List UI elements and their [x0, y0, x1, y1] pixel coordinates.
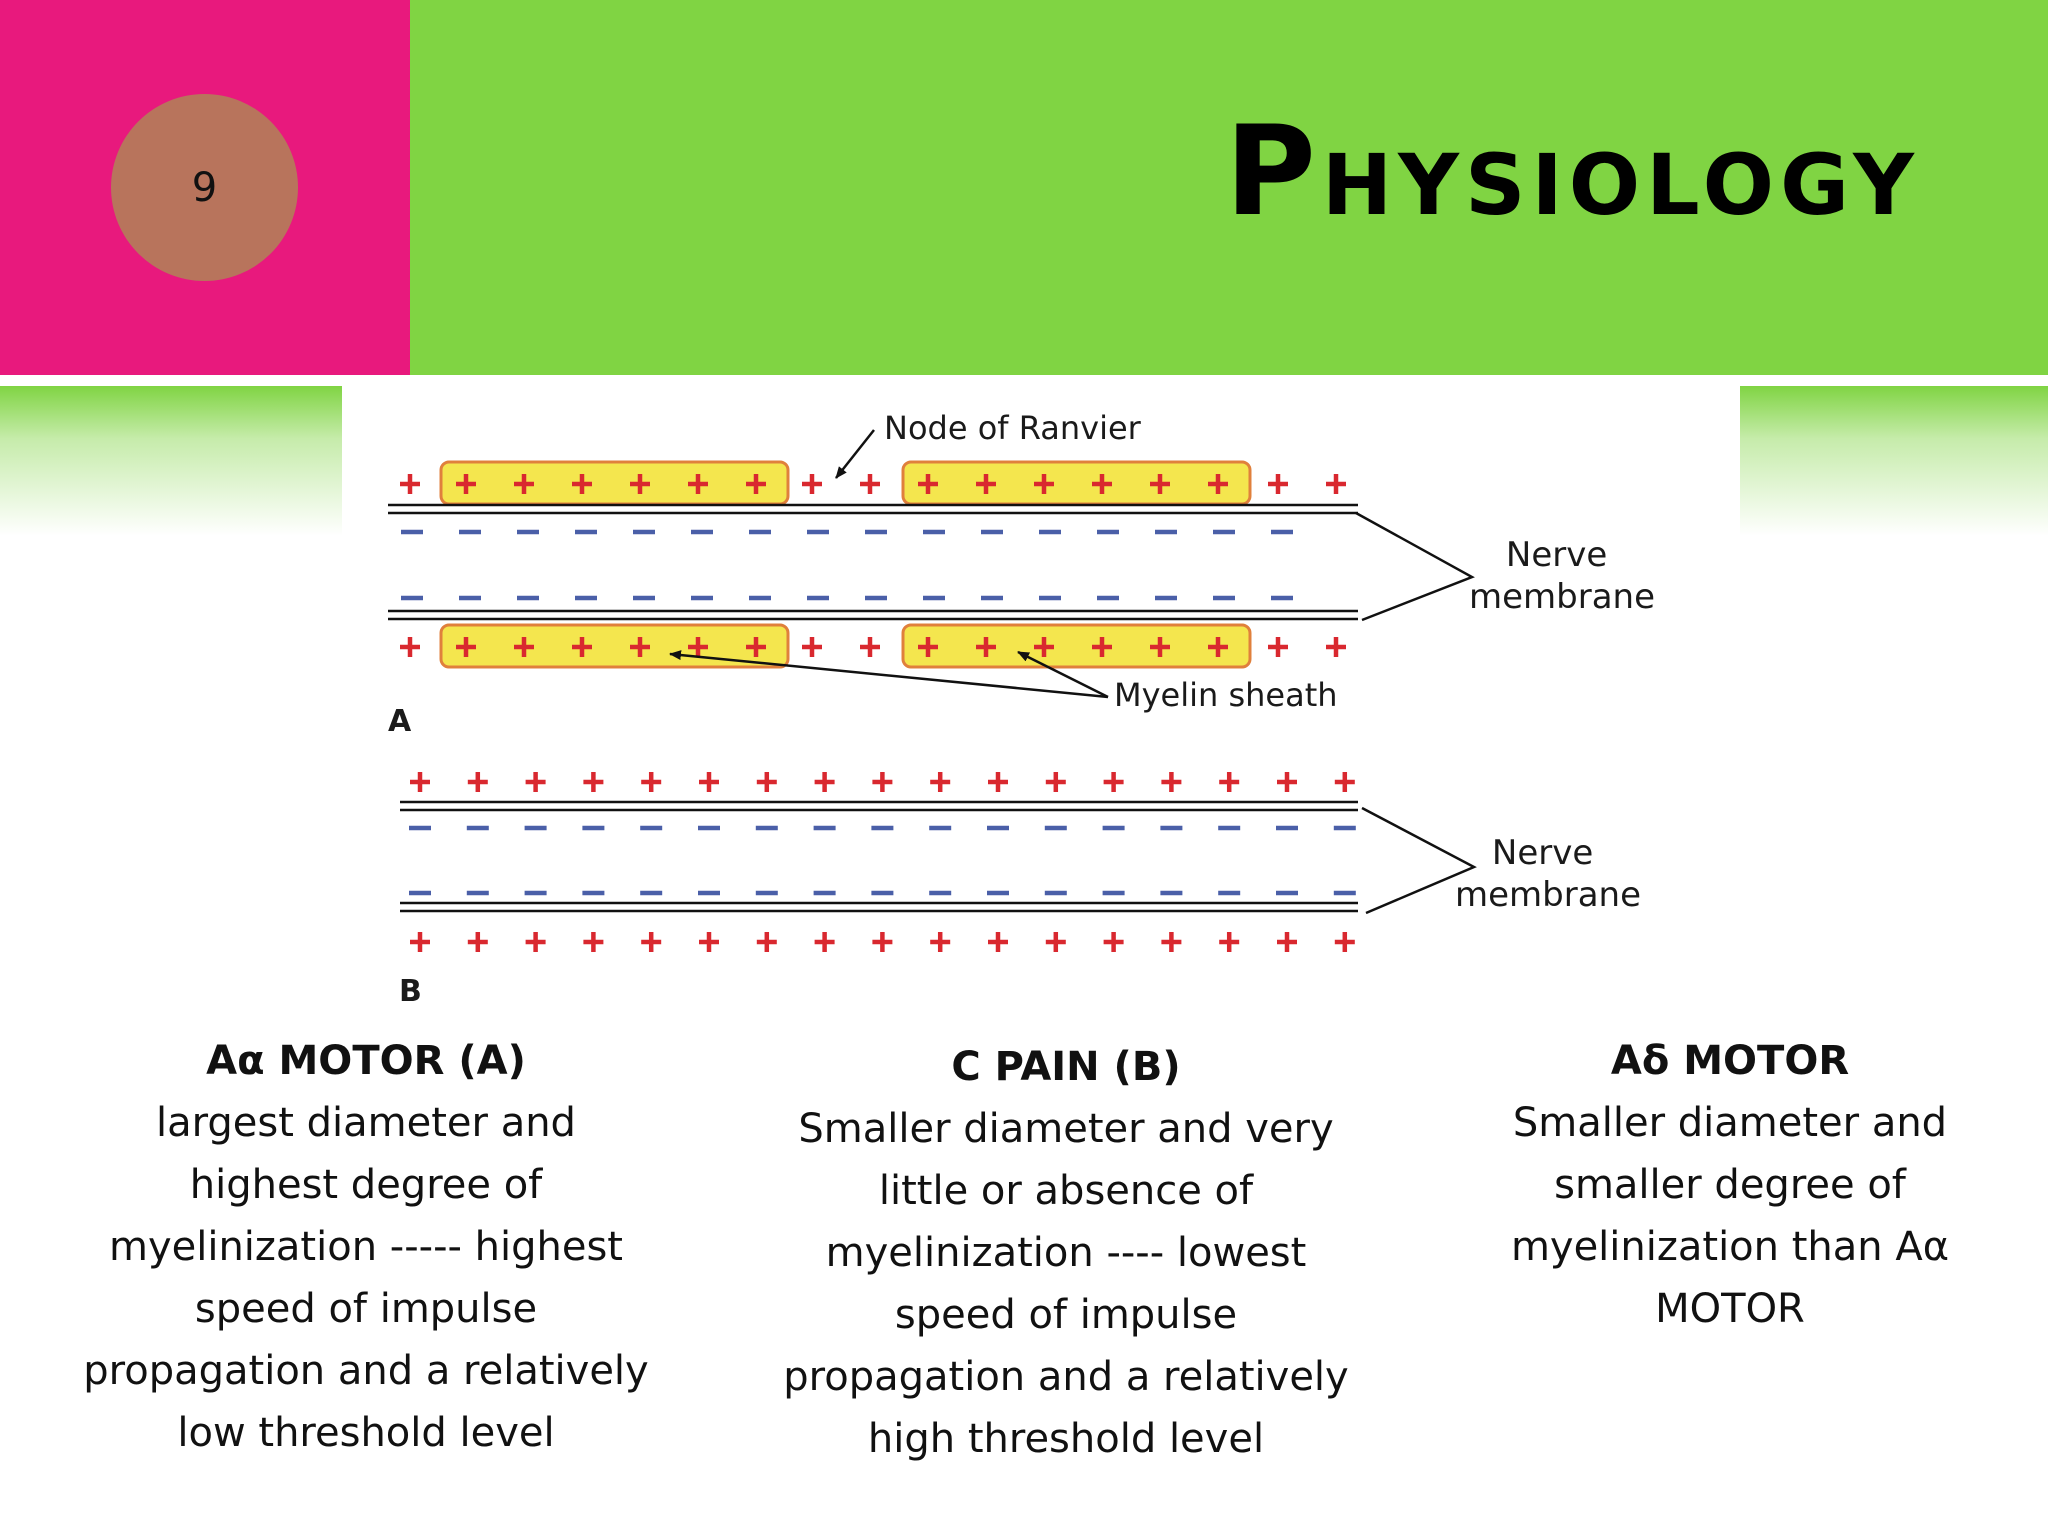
fiber-text-line: high threshold level	[867, 1416, 1265, 1462]
nerve-membrane-bracket-b	[1361, 806, 1477, 915]
fiber-text-line: low threshold level	[177, 1410, 555, 1456]
panel-a-label: A	[388, 704, 412, 739]
charge-signs	[400, 474, 1356, 952]
fiber-text-line: MOTOR	[1655, 1286, 1805, 1332]
nerve-membrane-label-b: Nerve membrane	[1455, 833, 1641, 915]
fiber-text-line: little or absence of	[878, 1168, 1254, 1214]
fiber-column-c-pain: C PAIN (B) Smaller diameter and very lit…	[760, 1036, 1372, 1470]
fiber-text-line: propagation and a relatively	[83, 1348, 649, 1394]
nerve-membrane-b-line1: Nerve	[1492, 833, 1593, 873]
panel-b-label: B	[399, 974, 422, 1009]
myelin-arrow-right	[1017, 650, 1109, 699]
nerve-membrane-b-line2: membrane	[1455, 875, 1641, 915]
slide-number-badge: 9	[111, 94, 298, 281]
myelin-sheaths	[439, 460, 1252, 669]
fiber-text-line: Smaller diameter and	[1512, 1100, 1948, 1146]
fiber-text-line: propagation and a relatively	[783, 1354, 1349, 1400]
page-title: PHYSIOLOGY	[1225, 110, 1920, 234]
fiber-text-line: highest degree of	[189, 1162, 543, 1208]
fiber-text-line: speed of impulse	[194, 1286, 538, 1332]
nerve-membrane-a-line1: Nerve	[1506, 535, 1607, 575]
myelin-segment	[901, 623, 1252, 669]
fiber-text-line: largest diameter and	[156, 1100, 576, 1146]
pointer-lines	[669, 429, 1477, 915]
fiber-heading-a-delta: Aδ MOTOR	[1610, 1038, 1850, 1084]
myelin-arrow-left	[669, 650, 1109, 699]
fiber-text-line: speed of impulse	[894, 1292, 1238, 1338]
fiber-text-line: myelinization than Aα	[1510, 1224, 1950, 1270]
fiber-text-line: smaller degree of	[1554, 1162, 1906, 1208]
fiber-text-line: myelinization ----- highest	[108, 1224, 623, 1270]
fiber-text-line: Smaller diameter and very	[798, 1106, 1334, 1152]
slide-number: 9	[191, 164, 218, 211]
title-rest: HYSIOLOGY	[1321, 136, 1920, 234]
gradient-band-right	[1740, 386, 2048, 536]
fiber-column-a-alpha: Aα MOTOR (A) largest diameter and highes…	[60, 1030, 672, 1464]
myelin-segment	[439, 460, 790, 506]
nerve-membrane-label-a: Nerve membrane	[1469, 535, 1655, 617]
myelin-segment	[901, 460, 1252, 506]
node-of-ranvier-arrow	[835, 429, 875, 479]
membrane-lines	[388, 503, 1358, 913]
fiber-column-a-delta: Aδ MOTOR Smaller diameter and smaller de…	[1460, 1030, 2000, 1340]
myelin-sheath-label: Myelin sheath	[1114, 676, 1338, 714]
nerve-membrane-a-line2: membrane	[1469, 577, 1655, 617]
fiber-heading-c-pain: C PAIN (B)	[951, 1044, 1181, 1090]
node-of-ranvier-label: Node of Ranvier	[884, 409, 1142, 447]
fiber-heading-a-alpha: Aα MOTOR (A)	[206, 1038, 526, 1084]
green-header-band	[410, 0, 2048, 375]
gradient-band-left	[0, 386, 342, 536]
nerve-membrane-bracket-a	[1355, 511, 1475, 622]
fiber-text-line: myelinization ---- lowest	[825, 1230, 1307, 1276]
title-initial: P	[1224, 100, 1322, 244]
